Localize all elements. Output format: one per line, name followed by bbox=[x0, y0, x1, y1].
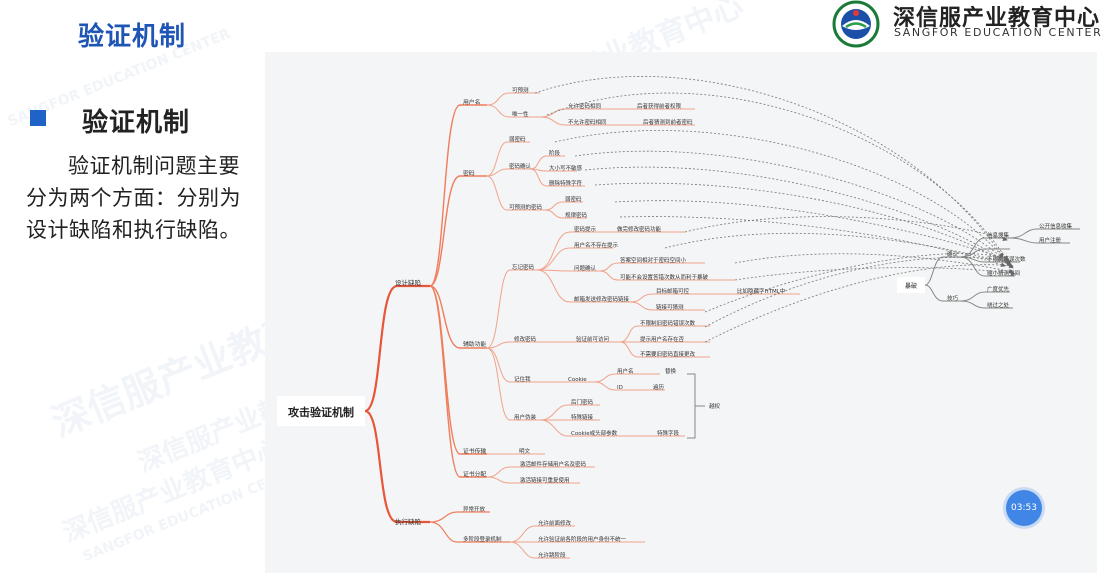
brute-branches bbox=[924, 228, 1080, 309]
brand-logo bbox=[832, 0, 880, 48]
overreach-bracket bbox=[687, 373, 705, 439]
node-c-3: 不需要旧密码直接更改 bbox=[640, 350, 696, 358]
cert-branches bbox=[486, 453, 595, 484]
node-u-disallow-note: 后者猜测到前者密码 bbox=[643, 118, 693, 126]
node-c-1: 不限制旧密码错误次数 bbox=[640, 319, 696, 327]
multistage-branches bbox=[509, 525, 645, 559]
node-p-confirm: 密码确认 bbox=[509, 162, 532, 170]
design-branches bbox=[429, 104, 487, 478]
node-forgot: 忘记密码 bbox=[512, 263, 535, 271]
relation-arrows bbox=[534, 76, 1016, 343]
root-node bbox=[277, 396, 365, 426]
node-p-truncate: 阶段 bbox=[549, 149, 561, 157]
node-f-question: 问题确认 bbox=[574, 264, 597, 272]
impersonate-branches bbox=[539, 404, 685, 437]
brand-name-en: SANGFOR EDUCATION CENTER bbox=[894, 26, 1103, 39]
section-heading: 验证机制 bbox=[82, 108, 191, 138]
node-password: 密码 bbox=[463, 169, 475, 177]
node-p-weak: 弱密码 bbox=[509, 135, 526, 143]
node-cert-dist: 证书分配 bbox=[463, 470, 486, 478]
timer-badge[interactable]: 03:53 bbox=[1006, 490, 1042, 526]
node-r-id-attack: 遍历 bbox=[653, 383, 665, 391]
node-r-user-attack: 替换 bbox=[665, 367, 677, 375]
node-m2: 允许验证前各阶段的用户身份不统一 bbox=[538, 535, 627, 543]
node-impersonate: 用户伪装 bbox=[514, 413, 537, 421]
node-c-2: 提示用户名存在否 bbox=[640, 335, 685, 343]
node-u-allow: 允许密码相同 bbox=[568, 102, 602, 110]
aux-branches bbox=[486, 269, 540, 421]
page-title: 验证机制 bbox=[78, 22, 187, 52]
node-exec-multistage: 多阶段登录机制 bbox=[463, 535, 502, 543]
node-f-email-a: 目标邮箱可控 bbox=[656, 287, 690, 295]
brand-name: 深信服产业教育中心 bbox=[893, 6, 1101, 31]
node-f-email-b: 链接可猜测 bbox=[656, 303, 684, 311]
node-i-link: 特殊链接 bbox=[571, 413, 594, 421]
brute-node bbox=[897, 277, 925, 293]
node-t-breadth: 广度优先 bbox=[987, 285, 1010, 293]
mindmap-panel: 攻击验证机制 设计缺陷 执行缺陷 用户名 密码 辅助功能 证书传输 证书分配 bbox=[265, 52, 1097, 573]
node-f-user-prompt: 用户名不存在提示 bbox=[574, 241, 619, 249]
node-aux: 辅助功能 bbox=[463, 340, 486, 348]
node-i-cookie: Cookie或头部参数 bbox=[571, 429, 618, 437]
node-f-hint: 密码提示 bbox=[574, 225, 597, 233]
node-r-user: 用户名 bbox=[617, 367, 634, 375]
change-pw-branches bbox=[540, 325, 710, 358]
remember-branches bbox=[533, 373, 665, 391]
node-p-pred-weak: 弱密码 bbox=[565, 195, 582, 203]
node-username: 用户名 bbox=[463, 98, 480, 106]
node-p-special: 删除特殊字符 bbox=[549, 179, 583, 187]
mindmap-diagram: 攻击验证机制 设计缺陷 执行缺陷 用户名 密码 辅助功能 证书传输 证书分配 bbox=[277, 76, 1080, 559]
node-remember: 记住我 bbox=[514, 375, 531, 383]
root-label: 攻击验证机制 bbox=[288, 405, 354, 419]
node-i-cookie-note: 特殊字段 bbox=[657, 429, 680, 437]
node-m1: 允许前面修改 bbox=[538, 519, 572, 527]
node-b-public: 公开信息收集 bbox=[1039, 222, 1073, 230]
node-t-flow: 绕过之处 bbox=[987, 301, 1010, 309]
node-cert-d2: 激活链接可重复使用 bbox=[520, 476, 570, 484]
node-brute: 暴破 bbox=[905, 282, 917, 290]
node-exec-exception: 异常开放 bbox=[463, 505, 486, 513]
node-b-info: 信息搜集 bbox=[987, 231, 1010, 239]
node-cert-transfer: 证书传输 bbox=[463, 447, 486, 455]
body-text: 验证机制问题主要分为两个方面：分别为设计缺陷和执行缺陷。 bbox=[26, 154, 241, 242]
bullet-square-icon bbox=[30, 110, 46, 126]
watermark: 深信服产业教育中心 bbox=[58, 433, 288, 549]
node-u-uniqueness: 唯一性 bbox=[512, 110, 529, 118]
node-r-cookie: Cookie bbox=[568, 377, 587, 383]
node-r-id: ID bbox=[617, 385, 623, 391]
node-f-q1: 答案空间相对于密码空间小 bbox=[620, 256, 687, 264]
node-m3: 允许跳阶段 bbox=[538, 551, 566, 559]
node-f-email: 邮箱发送修改密码链接 bbox=[574, 295, 630, 303]
node-c-access: 验证前可访问 bbox=[576, 335, 609, 343]
node-b-reg: 用户注册 bbox=[1039, 236, 1062, 244]
node-cert-d1: 激活邮件存储用户名及密码 bbox=[520, 460, 587, 468]
node-u-enumerable: 可预测 bbox=[512, 86, 529, 94]
exec-branches bbox=[429, 511, 510, 543]
node-p-pred-rule: 规律密码 bbox=[565, 211, 588, 219]
node-u-disallow: 不允许密码相同 bbox=[568, 118, 607, 126]
node-p-case: 大小写不敏感 bbox=[549, 164, 583, 172]
node-f-hint-note: 做完修改密码功能 bbox=[617, 225, 662, 233]
node-i-backdoor: 后门密码 bbox=[571, 398, 594, 406]
node-p-predictable: 可预测的密码 bbox=[509, 203, 543, 211]
node-overreach: 越权 bbox=[709, 402, 721, 410]
node-f-email-a-note: 比如隐藏字HTML中 bbox=[737, 287, 785, 295]
node-b-space: 缩小猜测空间 bbox=[987, 269, 1020, 277]
node-exec-flaws: 执行缺陷 bbox=[395, 517, 421, 526]
node-b-method: 确认 bbox=[947, 250, 959, 258]
node-cert-plain: 明文 bbox=[519, 447, 531, 455]
node-u-allow-note: 后者获得前者权限 bbox=[637, 102, 682, 110]
forgot-branches bbox=[536, 231, 800, 311]
node-tips: 技巧 bbox=[947, 294, 959, 302]
main-branches bbox=[364, 284, 430, 524]
node-change-pw: 修改密码 bbox=[514, 335, 537, 343]
node-f-q2: 可能不会设置答错次数从而利于暴破 bbox=[620, 273, 709, 281]
password-branches bbox=[486, 141, 587, 219]
node-design-flaws: 设计缺陷 bbox=[395, 278, 421, 287]
